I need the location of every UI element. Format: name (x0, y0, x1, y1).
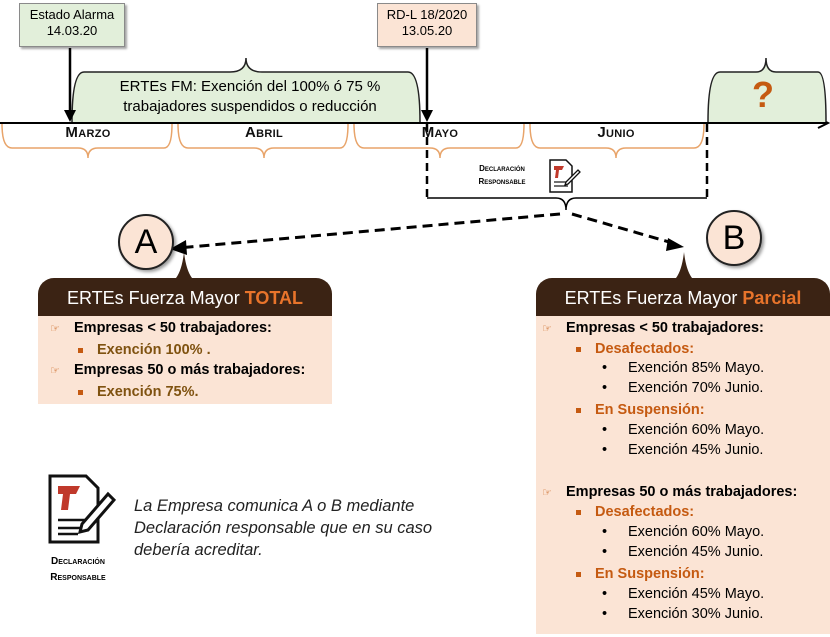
declaracion-label-large: Declaración Responsable (30, 554, 126, 586)
panel-a-title: ERTEs Fuerza Mayor (66, 288, 245, 308)
declaracion-line1: Declaración (479, 164, 525, 173)
note-text: La Empresa comunica A o B mediante Decla… (134, 495, 432, 561)
square-bullet-icon (576, 407, 581, 413)
list-item: •Exención 30% Junio. (602, 606, 764, 622)
document-icon-large (48, 474, 117, 544)
date-box-estado-alarma: Estado Alarma 14.03.20 (19, 3, 125, 47)
option-b-badge: B (706, 210, 762, 266)
panel-b-g2-sub1: Desafectados: (576, 504, 694, 520)
item-text: Exención 75%. (97, 384, 199, 400)
panel-a-group1: ☞ Empresas < 50 trabajadores: (50, 320, 272, 336)
group-label: Empresas 50 o más trabajadores: (74, 362, 306, 378)
date-box-rdl: RD-L 18/2020 13.05.20 (377, 3, 477, 47)
panel-a-group2: ☞ Empresas 50 o más trabajadores: (50, 362, 305, 378)
list-item: •Exención 85% Mayo. (602, 360, 765, 376)
note-line3: debería acreditar. (134, 541, 263, 559)
panel-b-header: ERTEs Fuerza Mayor Parcial (536, 278, 830, 316)
note-line1: La Empresa comunica A o B mediante (134, 497, 415, 515)
panel-a-title-highlight: TOTAL (244, 288, 304, 308)
erte-fm-line1: ERTEs FM: Exención del 100% ó 75 % (119, 78, 381, 95)
item-text: Exención 100% . (97, 342, 211, 358)
panel-a-group2-item: Exención 75%. (78, 384, 199, 400)
date-value: 13.05.20 (401, 23, 453, 38)
declaracion-line2: Responsable (478, 177, 526, 186)
item-text: Exención 45% Junio. (628, 442, 764, 458)
panel-b-title: ERTEs Fuerza Mayor (564, 288, 743, 308)
sub-label: En Suspensión: (595, 566, 705, 582)
month-junio: Junio (597, 124, 635, 141)
panel-b-title-highlight: Parcial (742, 288, 802, 308)
list-item: •Exención 45% Mayo. (602, 586, 765, 602)
group-label: Empresas < 50 trabajadores: (74, 320, 272, 336)
declaracion-line2: Responsable (50, 572, 106, 583)
item-text: Exención 60% Mayo. (628, 422, 765, 438)
item-text: Exención 30% Junio. (628, 606, 764, 622)
month-abril: Abril (245, 124, 283, 141)
list-item: •Exención 60% Mayo. (602, 422, 765, 438)
item-text: Exención 85% Mayo. (628, 360, 765, 376)
declaracion-label-small: Declaración Responsable (460, 162, 544, 188)
list-item: •Exención 45% Junio. (602, 442, 764, 458)
item-text: Exención 45% Mayo. (628, 586, 765, 602)
question-mark: ? (752, 74, 774, 115)
item-text: Exención 45% Junio. (628, 544, 764, 560)
item-text: Exención 70% Junio. (628, 380, 764, 396)
panel-a-header: ERTEs Fuerza Mayor TOTAL (38, 278, 332, 316)
panel-b-group2: ☞ Empresas 50 o más trabajadores: (542, 484, 797, 500)
pointing-hand-icon: ☞ (50, 323, 60, 335)
square-bullet-icon (576, 346, 581, 352)
square-bullet-icon (576, 509, 581, 515)
group-label: Empresas < 50 trabajadores: (566, 320, 764, 336)
square-bullet-icon (576, 571, 581, 577)
list-item: •Exención 45% Junio. (602, 544, 764, 560)
panel-b-group1: ☞ Empresas < 50 trabajadores: (542, 320, 764, 336)
erte-fm-line2: trabajadores suspendidos o reducción (123, 98, 377, 115)
declaracion-line1: Declaración (51, 556, 105, 567)
list-item: •Exención 70% Junio. (602, 380, 764, 396)
panel-a-group1-item: Exención 100% . (78, 342, 211, 358)
pointing-hand-icon: ☞ (542, 323, 552, 335)
panel-a-body: ☞ Empresas < 50 trabajadores: Exención 10… (38, 316, 332, 404)
group-label: Empresas 50 o más trabajadores: (566, 484, 798, 500)
sub-label: Desafectados: (595, 341, 695, 357)
note-line2: Declaración responsable que en su caso (134, 519, 433, 537)
month-marzo: Marzo (65, 124, 111, 141)
erte-fm-label: ERTEs FM: Exención del 100% ó 75 % traba… (90, 77, 410, 117)
sub-label: En Suspensión: (595, 402, 705, 418)
panel-b-g1-sub1: Desafectados: (576, 341, 694, 357)
option-a-badge: A (118, 214, 174, 270)
panel-b-g2-sub2: En Suspensión: (576, 566, 705, 582)
date-title: RD-L 18/2020 (386, 7, 468, 22)
sub-label: Desafectados: (595, 504, 695, 520)
month-mayo: Mayo (421, 124, 459, 141)
panel-b-g1-sub2: En Suspensión: (576, 402, 705, 418)
date-value: 14.03.20 (46, 23, 98, 38)
item-text: Exención 60% Mayo. (628, 524, 765, 540)
pointing-hand-icon: ☞ (50, 365, 60, 377)
panel-b-body: ☞ Empresas < 50 trabajadores: Desafectado… (536, 316, 830, 634)
list-item: •Exención 60% Mayo. (602, 524, 765, 540)
square-bullet-icon (78, 389, 83, 395)
document-icon (549, 159, 581, 193)
date-title: Estado Alarma (29, 7, 115, 22)
square-bullet-icon (78, 347, 83, 353)
pointing-hand-icon: ☞ (542, 487, 552, 499)
